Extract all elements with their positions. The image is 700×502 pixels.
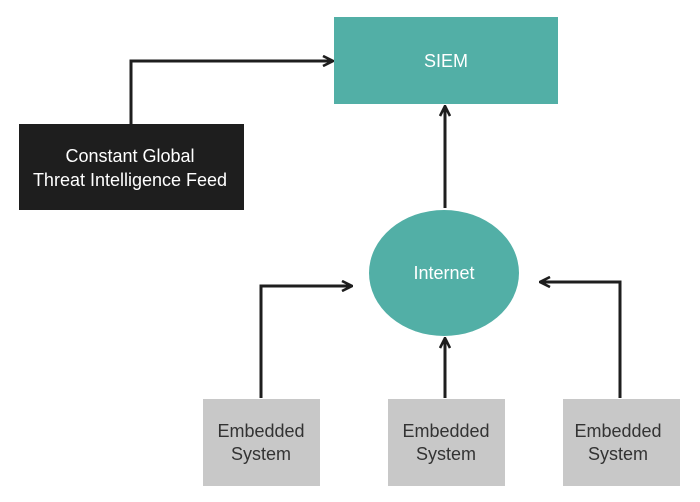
embedded-system-right: Embedded System: [563, 399, 680, 486]
embedded-system-right-line2: System: [588, 444, 648, 464]
internet-label: Internet: [413, 263, 474, 283]
siem-label: SIEM: [424, 51, 468, 71]
embedded-system-left-line2: System: [231, 444, 291, 464]
siem-box: [334, 17, 558, 104]
embedded-system-center: Embedded System: [388, 399, 505, 486]
threat-feed-label-line2: Threat Intelligence Feed: [33, 170, 227, 190]
edge-embedded-left-to-internet: [259, 286, 352, 398]
edge-feed-to-siem: [129, 61, 333, 124]
embedded-system-right-box: [563, 399, 680, 486]
threat-feed-box: [19, 124, 244, 210]
embedded-system-center-line1: Embedded: [402, 421, 489, 441]
threat-feed-node: Constant Global Threat Intelligence Feed: [19, 124, 244, 210]
embedded-system-left-box: [203, 399, 320, 486]
threat-feed-label-line1: Constant Global: [65, 146, 194, 166]
internet-ellipse: [369, 210, 519, 336]
internet-node: Internet: [369, 210, 519, 336]
edge-embedded-right-to-internet: [540, 282, 622, 398]
embedded-system-right-line1: Embedded: [574, 421, 661, 441]
embedded-system-center-box: [388, 399, 505, 486]
siem-node: SIEM: [334, 17, 558, 104]
embedded-system-left-line1: Embedded: [217, 421, 304, 441]
embedded-system-left: Embedded System: [203, 399, 320, 486]
embedded-system-center-line2: System: [416, 444, 476, 464]
